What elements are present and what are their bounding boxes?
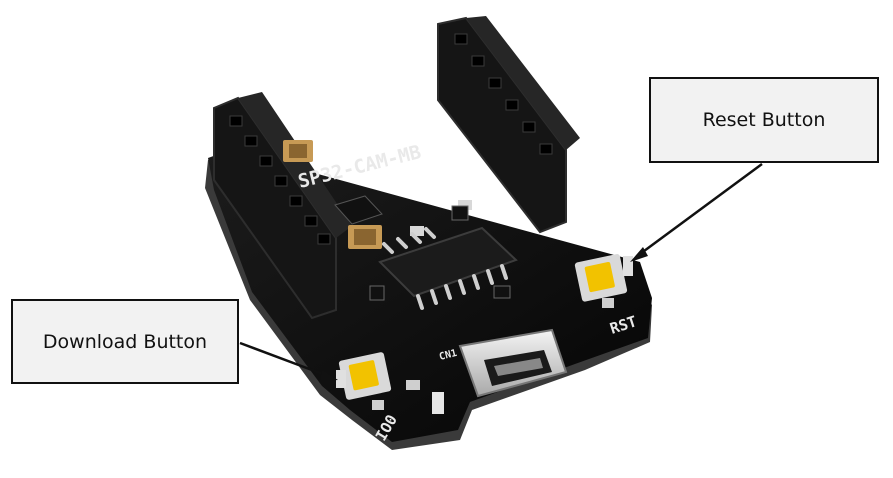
reset-button-label: Reset Button [702,109,826,131]
right-pin-header [437,16,580,234]
board-name-label: SP32-CAM-MB [296,141,423,193]
reset-button-callout: Reset Button [649,77,879,163]
left-pin-header [213,92,352,320]
small-components [369,205,511,301]
reset-arrow [630,162,763,262]
download-arrow [239,341,338,381]
capacitors [283,140,472,249]
download-button-part [336,352,392,400]
download-button-callout: Download Button [11,299,239,384]
usb-serial-chip [378,226,518,310]
regulator-chip [334,195,383,225]
reset-button-part [574,254,633,302]
download-button-label: Download Button [42,330,208,353]
resistors [372,298,614,414]
cn1-label: CN1 [438,348,458,363]
micro-usb-connector [458,328,568,398]
